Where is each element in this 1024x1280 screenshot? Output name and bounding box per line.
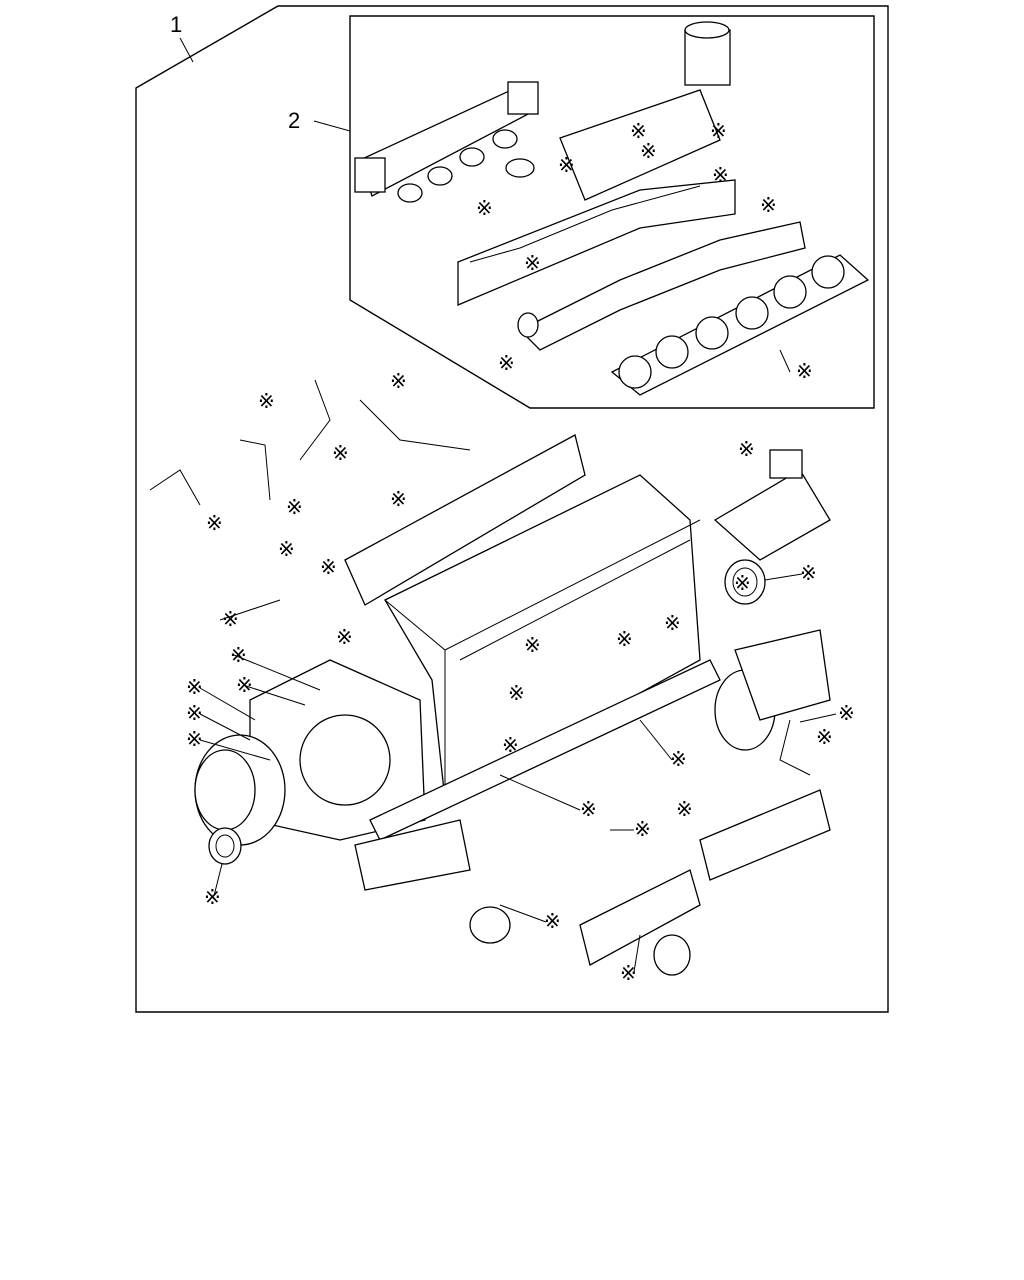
- marker-symbol: ※: [524, 633, 541, 657]
- timing-cover: [249, 659, 426, 841]
- marker-symbol: ※: [336, 625, 353, 649]
- marker-symbol: ※: [734, 571, 751, 595]
- marker-symbol: ※: [616, 627, 633, 651]
- marker-symbol: ※: [838, 701, 855, 725]
- side-cover-gasket: [344, 434, 586, 606]
- marker-symbol: ※: [286, 495, 303, 519]
- oil-pan-gasket: [369, 659, 721, 841]
- marker-symbol: ※: [640, 139, 657, 163]
- exhaust-manifold-tube: [354, 81, 539, 203]
- subkit-outline: [349, 15, 875, 409]
- intake-manifold: [517, 221, 806, 351]
- marker-symbol: ※: [760, 193, 777, 217]
- marker-symbol: ※: [320, 555, 337, 579]
- marker-symbol: ※: [390, 369, 407, 393]
- turbocharger-assembly: [714, 629, 831, 751]
- marker-symbol: ※: [502, 733, 519, 757]
- marker-symbol: ※: [186, 727, 203, 751]
- marker-symbol: ※: [498, 351, 515, 375]
- callout-1: 1: [170, 12, 182, 37]
- rear-oil-seal: [724, 559, 766, 605]
- marker-symbol: ※: [670, 747, 687, 771]
- marker-symbol: ※: [204, 885, 221, 909]
- marker-symbol: ※: [620, 961, 637, 985]
- marker-symbol: ※: [476, 196, 493, 220]
- kit-markers: ※ ※ ※ ※ ※ ※ ※ ※ ※ ※ ※ ※ ※ ※ ※ ※ ※ ※ ※ ※ …: [186, 119, 855, 985]
- marker-symbol: ※: [816, 725, 833, 749]
- marker-symbol: ※: [236, 673, 253, 697]
- marker-symbol: ※: [390, 487, 407, 511]
- crankshaft-pulley: [194, 734, 286, 846]
- marker-symbol: ※: [558, 153, 575, 177]
- marker-symbol: ※: [634, 817, 651, 841]
- marker-symbol: ※: [222, 607, 239, 631]
- marker-symbol: ※: [332, 441, 349, 465]
- marker-symbol: ※: [508, 681, 525, 705]
- marker-symbol: ※: [676, 797, 693, 821]
- front-oil-seal: [208, 827, 242, 865]
- leader-1: [179, 37, 194, 63]
- marker-symbol: ※: [800, 561, 817, 585]
- kit-outline: [135, 5, 889, 1013]
- marker-symbol: ※: [580, 797, 597, 821]
- fuel-lines: [149, 379, 811, 776]
- marker-symbol: ※: [186, 701, 203, 725]
- oil-filter-cap: [653, 934, 691, 976]
- marker-symbol: ※: [186, 675, 203, 699]
- marker-symbol: ※: [710, 119, 727, 143]
- callout-2: 2: [288, 108, 300, 133]
- exhaust-elbow: [713, 449, 831, 561]
- cylinder-head-gasket: [610, 254, 870, 396]
- marker-symbol: ※: [712, 163, 729, 187]
- marker-symbol: ※: [230, 643, 247, 667]
- leader-2: [313, 120, 351, 132]
- engine-block: [384, 474, 701, 802]
- oil-cooler-gaskets: [579, 789, 831, 966]
- marker-symbol: ※: [738, 437, 755, 461]
- water-pump-housing: [354, 819, 511, 944]
- marker-symbol: ※: [796, 359, 813, 383]
- marker-symbol: ※: [524, 251, 541, 275]
- marker-symbol: ※: [664, 611, 681, 635]
- marker-symbol: ※: [544, 909, 561, 933]
- marker-symbol: ※: [630, 119, 647, 143]
- marker-symbol: ※: [258, 389, 275, 413]
- marker-symbol: ※: [206, 511, 223, 535]
- marker-leaders: [199, 349, 837, 973]
- rocker-cover-assembly: [457, 21, 736, 306]
- marker-symbol: ※: [278, 537, 295, 561]
